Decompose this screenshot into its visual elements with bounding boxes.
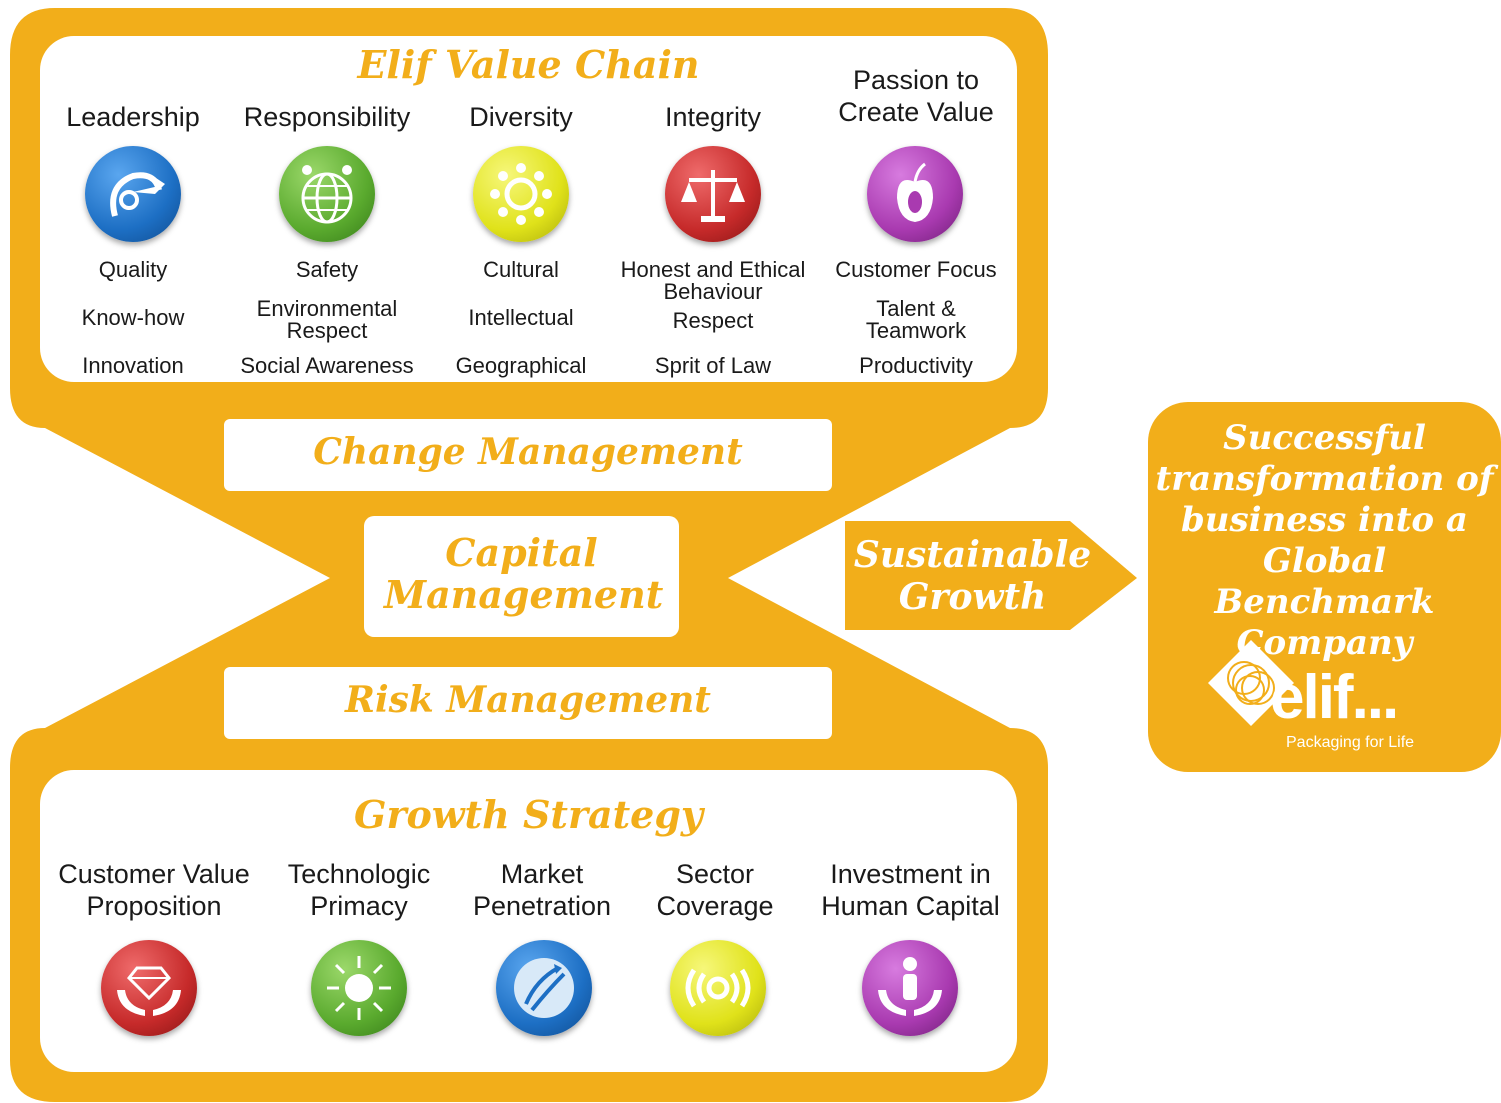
growth-strategy-title: Growth Strategy bbox=[354, 792, 703, 837]
heading-passion: Passion to Create Value bbox=[838, 65, 994, 128]
item-customer-focus: Customer Focus bbox=[835, 257, 997, 282]
outcome-text: Successful transformation of business in… bbox=[1155, 418, 1494, 663]
value-chain-title: Elif Value Chain bbox=[357, 42, 700, 87]
item-safety: Safety bbox=[295, 257, 359, 282]
item-environmental-respect: Environmental Respect bbox=[256, 296, 398, 343]
diamond-hands-icon bbox=[101, 940, 197, 1036]
change-management-band: Change Management bbox=[224, 419, 832, 491]
item-know-how: Know-how bbox=[81, 305, 185, 330]
item-social-awareness: Social Awareness bbox=[240, 353, 414, 378]
item-geographical: Geographical bbox=[455, 353, 587, 378]
item-respect: Respect bbox=[672, 308, 754, 333]
heading-responsibility: Responsibility bbox=[243, 102, 411, 132]
sun-burst-icon bbox=[311, 940, 407, 1036]
risk-management-band: Risk Management bbox=[224, 667, 832, 739]
change-management-label: Change Management bbox=[313, 431, 743, 473]
item-talent-teamwork: Talent & Teamwork bbox=[865, 296, 967, 343]
heading-integrity: Integrity bbox=[664, 102, 762, 132]
heading-market-penetration: Market Penetration bbox=[472, 859, 612, 922]
head-arrow-icon bbox=[85, 146, 181, 242]
heading-customer-value: Customer Value Proposition bbox=[58, 859, 250, 922]
item-honest-ethical: Honest and Ethical Behaviour bbox=[620, 257, 806, 304]
item-sprit-of-law: Sprit of Law bbox=[654, 353, 772, 378]
capital-management-label: Capital Management bbox=[384, 530, 664, 617]
capital-management-band: Capital Management bbox=[364, 516, 679, 637]
growth-arrow bbox=[845, 521, 1137, 630]
heading-investment-human-capital: Investment in Human Capital bbox=[821, 859, 1000, 922]
heading-leadership: Leadership bbox=[66, 102, 200, 132]
risk-management-label: Risk Management bbox=[345, 679, 711, 721]
item-innovation: Innovation bbox=[82, 353, 184, 378]
item-productivity: Productivity bbox=[859, 353, 973, 378]
rings-icon bbox=[670, 940, 766, 1036]
person-hands-icon bbox=[862, 940, 958, 1036]
wheel-icon bbox=[473, 146, 569, 242]
item-cultural: Cultural bbox=[483, 257, 559, 282]
elif-logo-mark bbox=[1208, 640, 1294, 726]
elif-logo-name: elif... bbox=[1270, 663, 1399, 732]
item-intellectual: Intellectual bbox=[468, 305, 574, 330]
globe-arrows-icon bbox=[496, 940, 592, 1036]
heading-technologic-primacy: Technologic Primacy bbox=[287, 859, 431, 922]
scales-icon bbox=[665, 146, 761, 242]
elif-logo-tagline: Packaging for Life bbox=[1286, 734, 1415, 751]
heading-sector-coverage: Sector Coverage bbox=[656, 859, 774, 922]
heading-diversity: Diversity bbox=[469, 102, 573, 132]
apple-icon bbox=[867, 146, 963, 242]
item-quality: Quality bbox=[98, 257, 168, 282]
globe-people-icon bbox=[279, 146, 375, 242]
sustainable-growth-label: Sustainable Growth bbox=[853, 534, 1092, 618]
